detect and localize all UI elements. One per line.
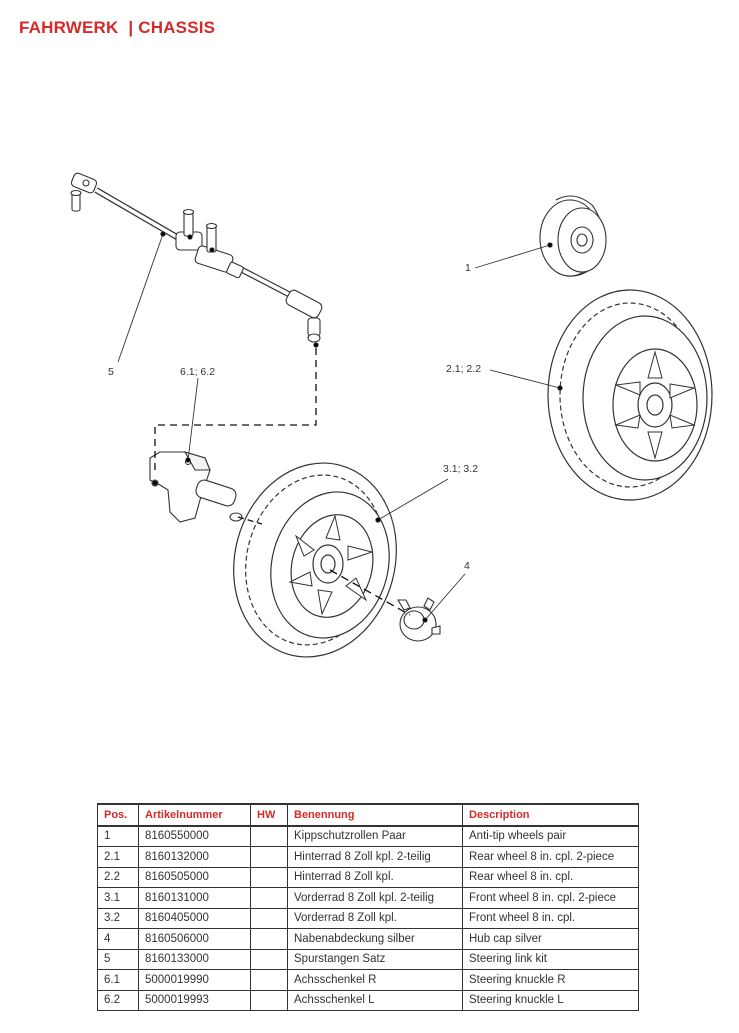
cell-article-number: 8160505000 <box>138 866 251 888</box>
header-hw: HW <box>250 803 288 827</box>
table-row: 2.2 8160505000 Hinterrad 8 Zoll kpl. Rea… <box>97 866 639 888</box>
cell-pos: 3.2 <box>97 907 139 929</box>
cell-article-number: 8160133000 <box>138 948 251 970</box>
cell-description: Front wheel 8 in. cpl. <box>462 907 639 929</box>
cell-description: Hub cap silver <box>462 928 639 950</box>
cell-pos: 2.2 <box>97 866 139 888</box>
table-row: 6.1 5000019990 Achsschenkel R Steering k… <box>97 969 639 991</box>
rear-wheel <box>547 289 713 501</box>
header-benennung: Benennung <box>287 803 463 827</box>
header-description: Description <box>462 803 639 827</box>
assembly-lines <box>154 348 411 616</box>
callout-5: 5 <box>108 366 114 378</box>
cell-article-number: 5000019993 <box>138 989 251 1011</box>
header-pos: Pos. <box>97 803 139 827</box>
cell-pos: 1 <box>97 825 139 847</box>
page-title: FAHRWERK | CHASSIS <box>19 18 216 37</box>
callout-4: 4 <box>464 560 470 572</box>
cell-benennung: Achsschenkel L <box>287 989 463 1011</box>
callout-1: 1 <box>465 262 471 274</box>
cell-hw <box>250 866 288 888</box>
cell-description: Steering knuckle L <box>462 989 639 1011</box>
cell-description: Rear wheel 8 in. cpl. 2-piece <box>462 846 639 868</box>
callout-3-1-3-2: 3.1; 3.2 <box>443 463 478 475</box>
cell-article-number: 5000019990 <box>138 969 251 991</box>
cell-description: Front wheel 8 in. cpl. 2-piece <box>462 887 639 909</box>
leader-lines <box>117 231 563 623</box>
cell-description: Rear wheel 8 in. cpl. <box>462 866 639 888</box>
cell-hw <box>250 928 288 950</box>
cell-hw <box>250 969 288 991</box>
cell-article-number: 8160550000 <box>138 825 251 847</box>
cell-pos: 2.1 <box>97 846 139 868</box>
table-row: 6.2 5000019993 Achsschenkel L Steering k… <box>97 989 639 1011</box>
table-row: 1 8160550000 Kippschutzrollen Paar Anti-… <box>97 825 639 847</box>
cell-hw <box>250 907 288 929</box>
cell-description: Steering link kit <box>462 948 639 970</box>
cell-pos: 6.1 <box>97 969 139 991</box>
cell-benennung: Nabenabdeckung silber <box>287 928 463 950</box>
cell-article-number: 8160405000 <box>138 907 251 929</box>
parts-table: Pos. Artikelnummer HW Benennung Descript… <box>97 803 639 1011</box>
table-row: 3.1 8160131000 Vorderrad 8 Zoll kpl. 2-t… <box>97 887 639 909</box>
header-article-number: Artikelnummer <box>138 803 251 827</box>
cell-benennung: Spurstangen Satz <box>287 948 463 970</box>
steering-link-kit <box>70 172 323 343</box>
front-wheel <box>233 462 397 658</box>
parts-table-header: Pos. Artikelnummer HW Benennung Descript… <box>97 803 639 827</box>
cell-benennung: Hinterrad 8 Zoll kpl. <box>287 866 463 888</box>
table-row: 2.1 8160132000 Hinterrad 8 Zoll kpl. 2-t… <box>97 846 639 868</box>
callout-2-1-2-2: 2.1; 2.2 <box>446 363 481 375</box>
cell-pos: 5 <box>97 948 139 970</box>
cell-hw <box>250 989 288 1011</box>
exploded-parts-diagram: 1 2.1; 2.2 3.1; 3.2 4 5 6.1; 6.2 <box>70 172 713 658</box>
table-row: 4 8160506000 Nabenabdeckung silber Hub c… <box>97 928 639 950</box>
table-row: 3.2 8160405000 Vorderrad 8 Zoll kpl. Fro… <box>97 907 639 929</box>
cell-benennung: Kippschutzrollen Paar <box>287 825 463 847</box>
anti-tip-wheel <box>539 195 607 277</box>
cell-benennung: Hinterrad 8 Zoll kpl. 2-teilig <box>287 846 463 868</box>
cell-description: Anti-tip wheels pair <box>462 825 639 847</box>
cell-hw <box>250 948 288 970</box>
cell-benennung: Vorderrad 8 Zoll kpl. <box>287 907 463 929</box>
cell-pos: 6.2 <box>97 989 139 1011</box>
cell-pos: 3.1 <box>97 887 139 909</box>
cell-article-number: 8160132000 <box>138 846 251 868</box>
cell-benennung: Achsschenkel R <box>287 969 463 991</box>
cell-hw <box>250 825 288 847</box>
hub-cap <box>397 597 441 642</box>
callout-6-1-6-2: 6.1; 6.2 <box>180 366 215 378</box>
cell-article-number: 8160506000 <box>138 928 251 950</box>
cell-benennung: Vorderrad 8 Zoll kpl. 2-teilig <box>287 887 463 909</box>
cell-pos: 4 <box>97 928 139 950</box>
cell-description: Steering knuckle R <box>462 969 639 991</box>
cell-article-number: 8160131000 <box>138 887 251 909</box>
table-row: 5 8160133000 Spurstangen Satz Steering l… <box>97 948 639 970</box>
cell-hw <box>250 887 288 909</box>
steering-knuckle <box>149 451 243 523</box>
cell-hw <box>250 846 288 868</box>
